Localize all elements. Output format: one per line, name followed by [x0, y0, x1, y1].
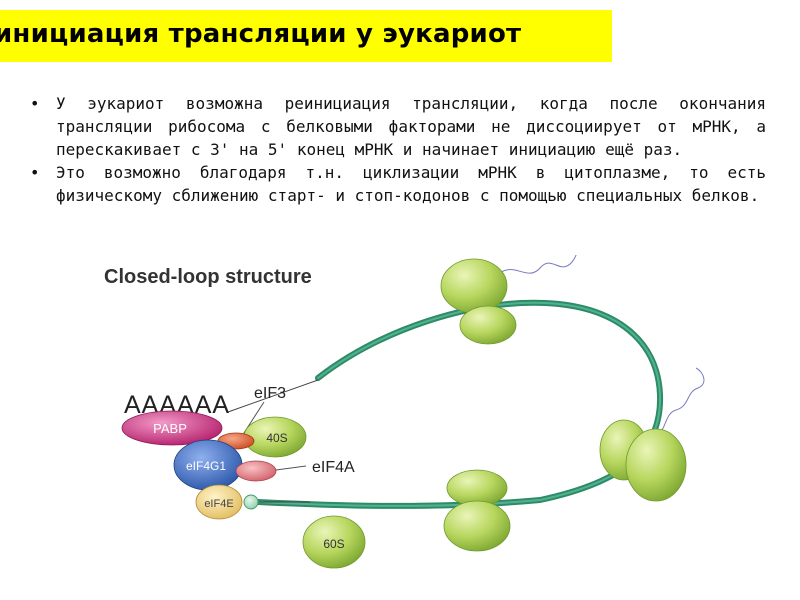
pabp-protein: PABP	[121, 410, 223, 446]
bullet-list: У эукариот возможна реинициация трансляц…	[30, 92, 766, 207]
label-eif4a: eIF4A	[312, 459, 355, 476]
ribosome-top	[440, 258, 517, 345]
eif4e-protein: eIF4E	[195, 484, 243, 520]
mrna-cap	[243, 494, 259, 510]
nascent-peptide-1	[499, 255, 577, 274]
label-eif3: eIF3	[254, 385, 286, 402]
title-banner: инициация трансляции у эукариот	[0, 10, 612, 62]
mrna-5prime-line	[227, 379, 319, 413]
bullet-item: Это возможно благодаря т.н. циклизации м…	[30, 161, 766, 207]
eif4g1-protein: eIF4G1	[173, 439, 243, 491]
closed-loop-diagram: Closed-loop structure 60S AAAAAA PABP 40…	[104, 255, 705, 569]
slide-title: инициация трансляции у эукариот	[0, 19, 522, 49]
label-60s: 60S	[323, 537, 344, 551]
bullet-item: У эукариот возможна реинициация трансляц…	[30, 92, 766, 161]
label-pabp: PABP	[153, 421, 187, 436]
diagram-heading: Closed-loop structure	[104, 266, 312, 288]
subunit-40s: 40S	[243, 416, 307, 458]
ribosome-right	[599, 419, 687, 502]
ribosome-bottom	[443, 469, 511, 552]
subunit-60s: 60S	[302, 515, 366, 569]
label-40s: 40S	[266, 431, 287, 445]
label-eif4e: eIF4E	[204, 498, 233, 510]
eif4a-protein	[235, 460, 277, 482]
nascent-peptide-2	[654, 367, 705, 439]
eif4a-pointer	[275, 465, 307, 471]
label-eif4g1: eIF4G1	[186, 459, 226, 473]
